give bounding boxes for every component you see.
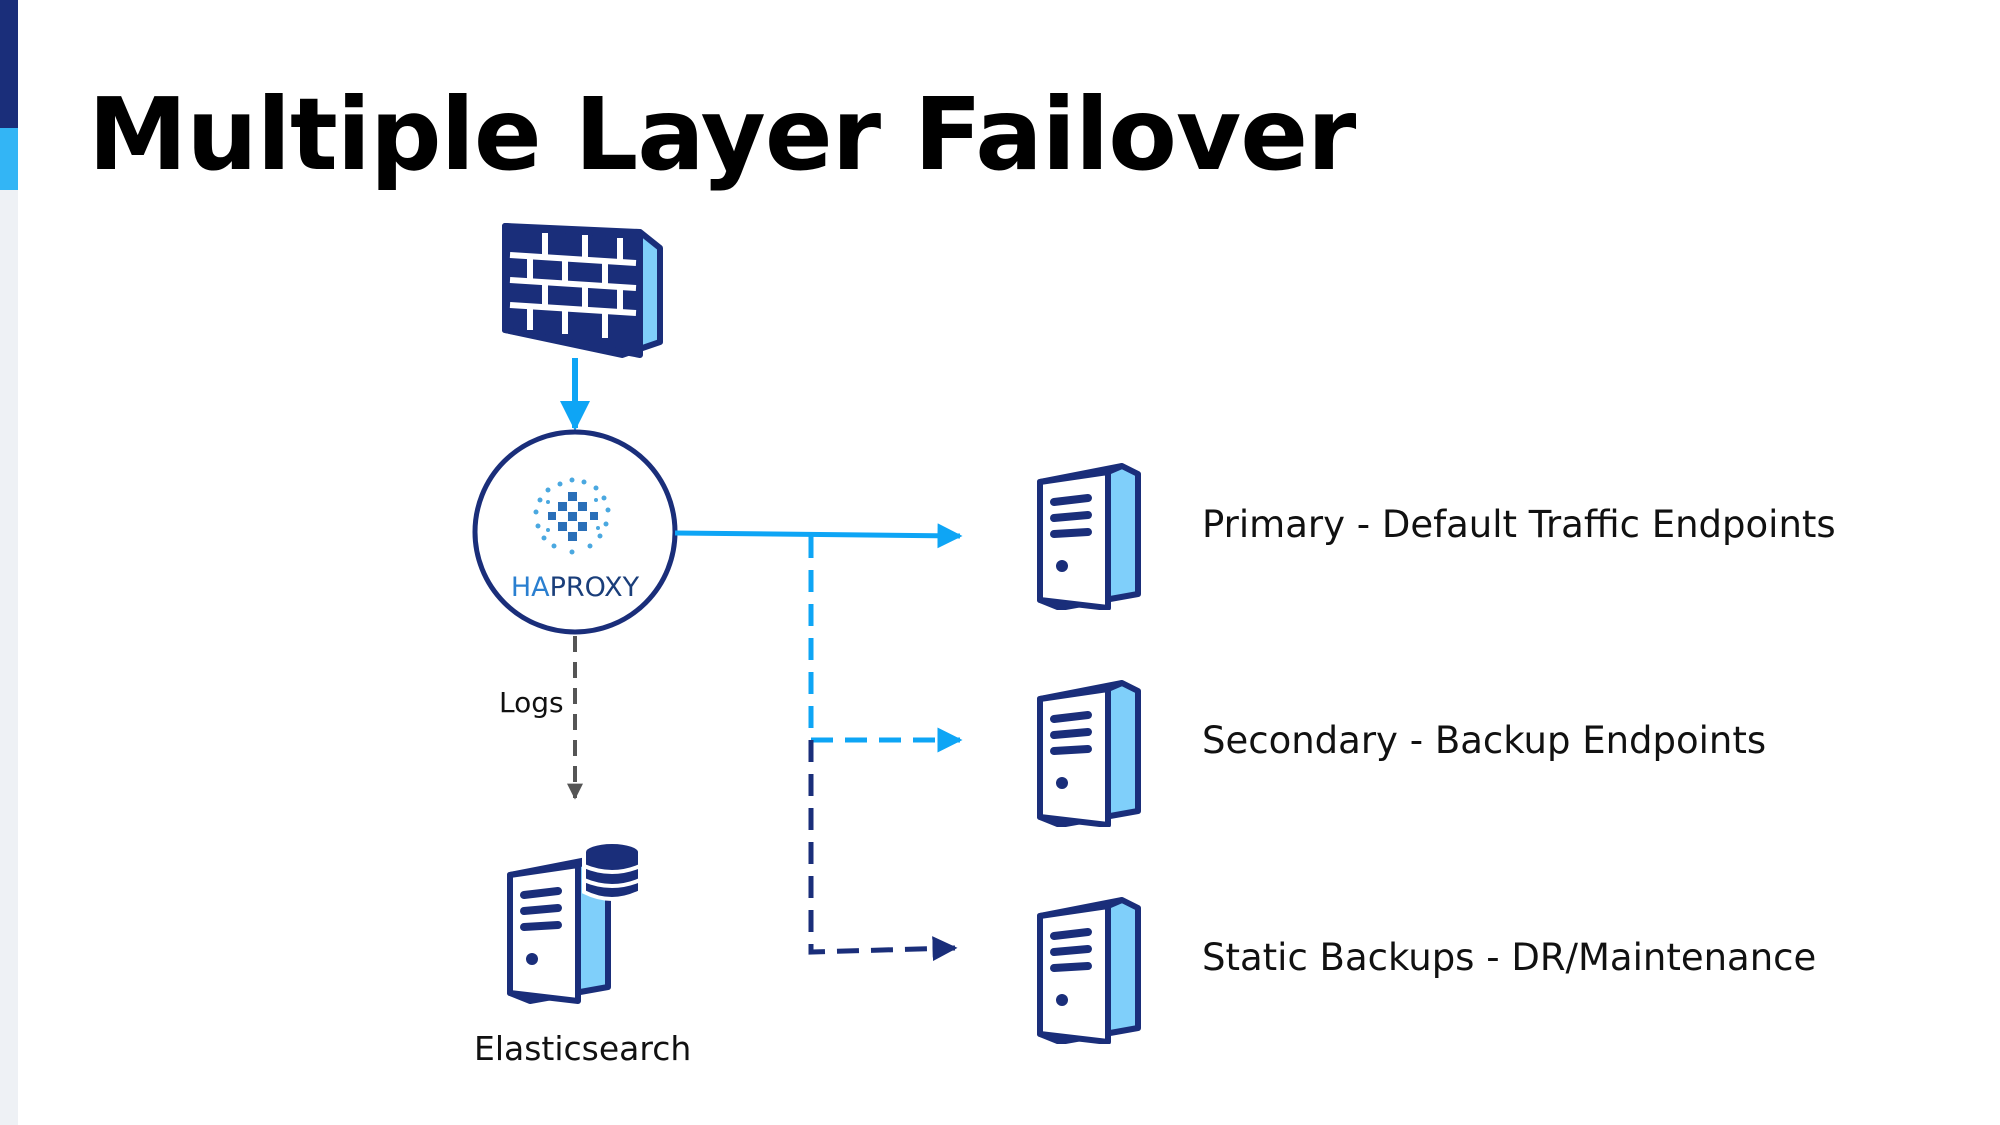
accent-bar-dark-segment <box>0 0 18 128</box>
logs-label: Logs <box>499 686 564 719</box>
accent-bar-light-segment <box>0 128 18 190</box>
primary-server-label: Primary - Default Traffic Endpoints <box>1202 503 1836 546</box>
elasticsearch-server-icon <box>510 840 642 1001</box>
haproxy-logo-text: HAPROXY <box>511 572 640 603</box>
haproxy-node: HAPROXY <box>472 429 678 635</box>
firewall-icon <box>502 223 663 358</box>
database-icon <box>582 840 642 901</box>
secondary-failover-arrow <box>808 536 963 753</box>
static-backup-server-icon <box>1040 900 1138 1042</box>
slide-title: Multiple Layer Failover <box>88 76 1356 193</box>
secondary-server-label: Secondary - Backup Endpoints <box>1202 719 1767 762</box>
secondary-server-icon <box>1040 683 1138 825</box>
static-backup-server-label: Static Backups - DR/Maintenance <box>1202 936 1817 979</box>
primary-server-icon <box>1040 466 1138 608</box>
primary-traffic-arrow <box>674 523 963 549</box>
haproxy-logo-icon <box>533 477 611 555</box>
slide-accent-bar <box>0 0 18 1125</box>
elasticsearch-label: Elasticsearch <box>474 1029 692 1068</box>
static-backup-arrow <box>808 740 958 962</box>
